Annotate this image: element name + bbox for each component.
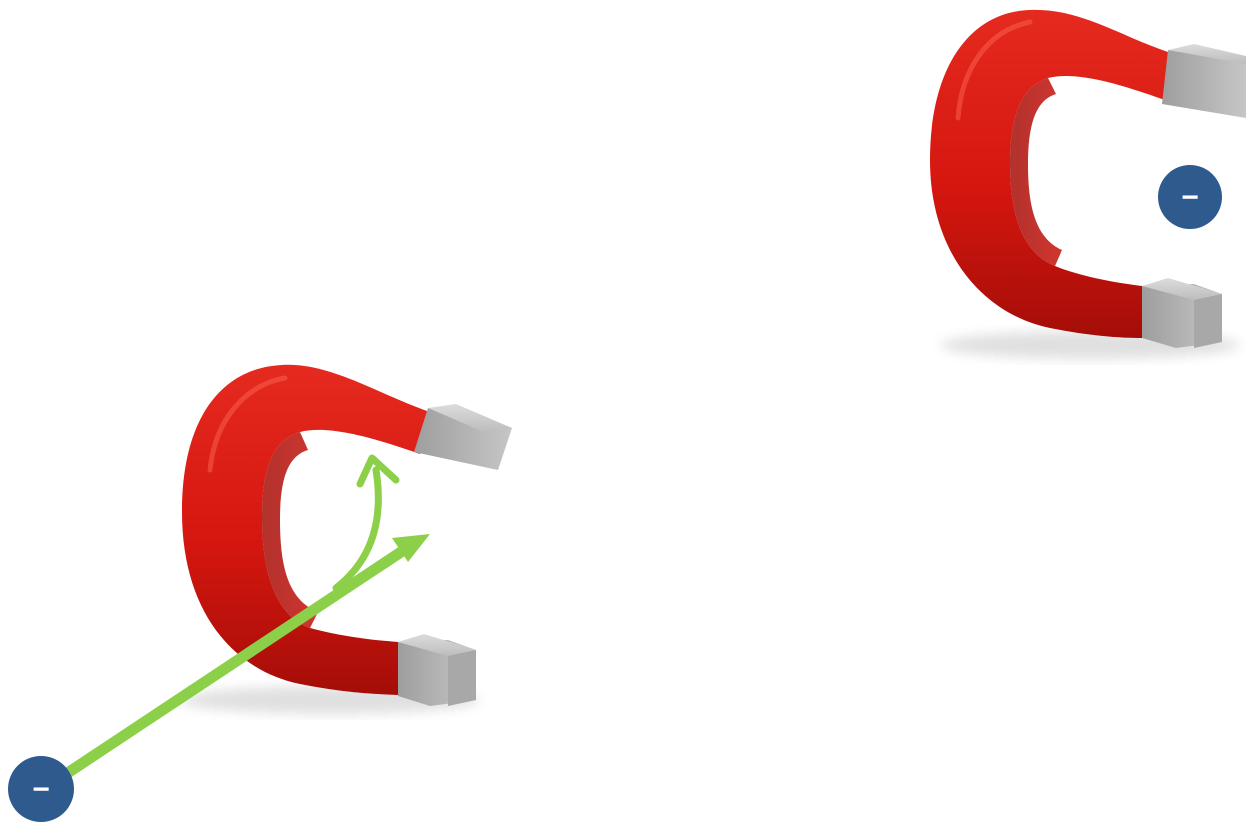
charge-left: − (8, 756, 74, 822)
magnet-right-bottom-pole (1142, 278, 1222, 348)
magnet-right-top-pole (1162, 44, 1246, 118)
curved-path-arrow (336, 458, 396, 588)
charge-left-symbol: − (32, 773, 50, 806)
magnet-left-body (182, 365, 430, 695)
magnet-left-top-pole (414, 404, 512, 470)
magnet-left-bottom-pole (398, 634, 476, 706)
charge-right: − (1158, 165, 1222, 229)
charge-right-symbol: − (1181, 181, 1199, 214)
magnet-right-body (930, 10, 1168, 338)
